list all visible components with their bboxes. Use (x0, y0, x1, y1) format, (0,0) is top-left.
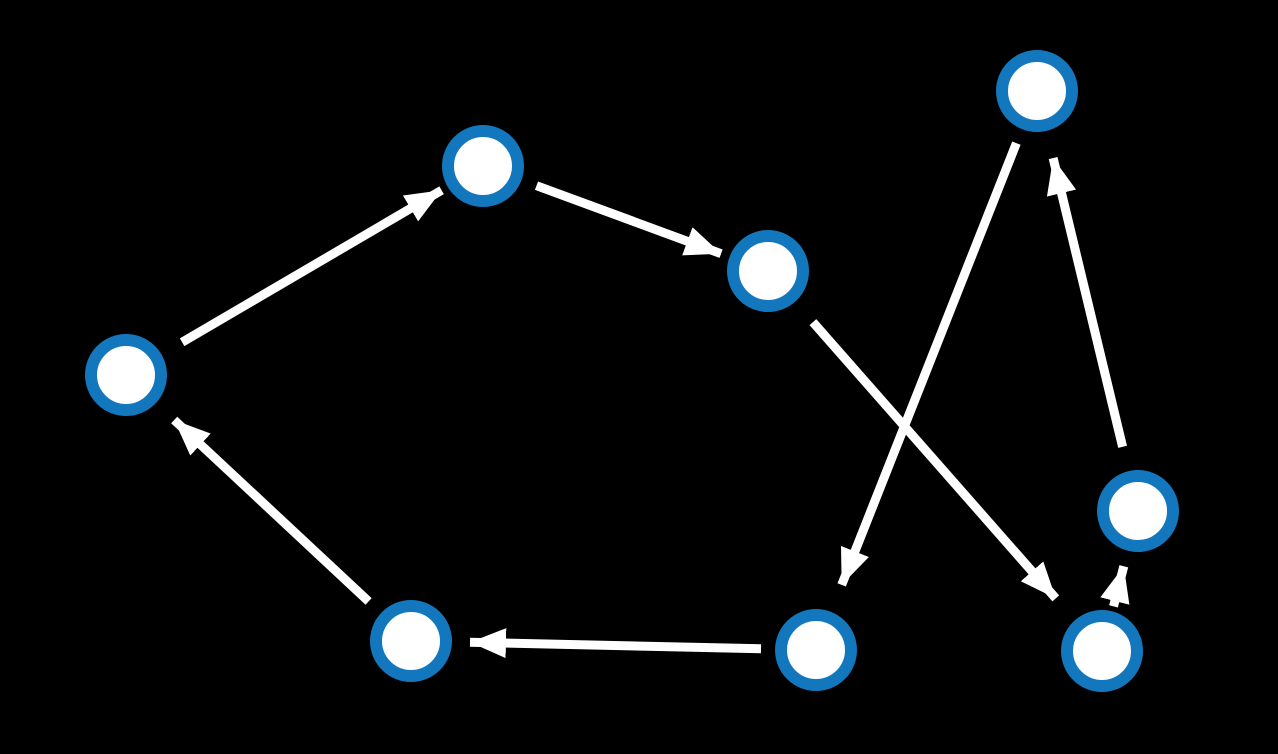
node-right (1097, 470, 1179, 552)
edge-node-bottom-right-to-node-right (1100, 565, 1130, 608)
edge-node-bottom-left-to-node-left (171, 416, 372, 605)
edge-node-middle-to-node-bottom-right (809, 319, 1060, 602)
edge-node-top-right-to-node-bottom-middle (837, 141, 1021, 587)
node-bottom-left (370, 600, 452, 682)
edge-node-top-middle-to-node-middle (534, 181, 723, 258)
node-bottom-right (1061, 610, 1143, 692)
node-left (85, 334, 167, 416)
node-bottom-middle (775, 609, 857, 691)
edge-node-left-to-node-top-middle (179, 186, 444, 347)
node-top-right (996, 50, 1078, 132)
node-middle (727, 230, 809, 312)
edge-node-bottom-middle-to-node-bottom-left (469, 628, 762, 659)
edge-node-right-to-node-top-right (1046, 157, 1127, 448)
node-top-middle (442, 125, 524, 207)
